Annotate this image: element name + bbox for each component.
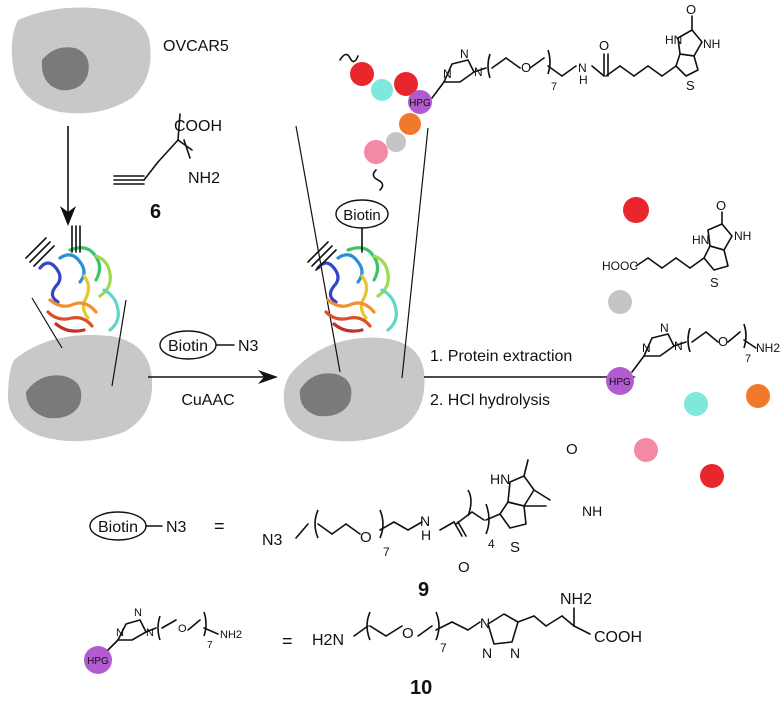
atom-O-b: O <box>178 623 187 635</box>
repeat-n-b: 7 <box>207 640 213 651</box>
atom-O-amide: O <box>599 38 609 53</box>
atom-N-t1: N <box>460 47 469 61</box>
cooh-10: COOH <box>594 629 642 646</box>
h2n-10: H2N <box>312 632 344 649</box>
atom-N-b2: N <box>116 627 124 639</box>
atom-O-biotin: O <box>716 198 726 213</box>
equals-10: = <box>282 631 293 651</box>
nh2-10: NH2 <box>560 591 592 608</box>
click-reagent <box>159 330 235 360</box>
atom-O-right: O <box>718 334 728 349</box>
triazole-peg-amine <box>631 323 757 373</box>
nh2-right: NH2 <box>756 341 780 355</box>
hpg-label-top: HPG <box>409 98 431 109</box>
cell-line-label: OVCAR5 <box>163 38 229 55</box>
biotin-structure <box>635 211 733 271</box>
compound-6-structure <box>113 113 193 185</box>
equals-9: = <box>214 516 225 536</box>
compound-6-number: 6 <box>150 201 161 223</box>
atom-S-9: S <box>510 539 520 556</box>
atom-N-b3: N <box>146 627 154 639</box>
click-biotin-label: Biotin <box>168 338 208 355</box>
step1-label: 1. Protein extraction <box>430 348 572 365</box>
hpg-label-right: HPG <box>609 377 631 388</box>
atom-N-amide: N <box>578 61 587 75</box>
biotin-n3-symbol <box>89 511 163 541</box>
ovcar5-cell <box>11 7 151 114</box>
top-biotin-linker <box>431 15 703 99</box>
atom-HN-9: HN <box>490 471 510 487</box>
atom-H-amide: H <box>579 73 588 87</box>
atom-NH-biotin: NH <box>734 229 751 243</box>
atom-N-t2: N <box>443 67 452 81</box>
arrow-down <box>60 126 76 226</box>
atom-N-r3: N <box>674 339 683 353</box>
compound-9-number: 9 <box>418 579 429 601</box>
atom-HN-top: HN <box>665 33 682 47</box>
atom-O-9: O <box>360 529 372 546</box>
atom-O-top: O <box>521 60 531 75</box>
atom-O-10: O <box>402 625 414 642</box>
protein-structure-middle <box>307 199 398 333</box>
chain-n-9: 4 <box>488 537 495 551</box>
atom-N-10b: N <box>482 645 492 661</box>
atom-N-9: N <box>420 513 430 529</box>
protein-structure-left <box>25 225 120 333</box>
cuaac-label: CuAAC <box>181 392 234 409</box>
n3-9: N3 <box>262 532 283 549</box>
nh2-label: NH2 <box>188 170 220 187</box>
peptide-chain <box>339 53 432 191</box>
repeat-n-top: 7 <box>551 81 557 93</box>
atom-N-r2: N <box>642 341 651 355</box>
hooc-label: HOOC <box>602 259 638 273</box>
arrow-click <box>148 370 278 384</box>
cooh-label: COOH <box>174 118 222 135</box>
nh2-b: NH2 <box>220 629 242 641</box>
hpg-symbol-bottom <box>84 611 219 674</box>
atom-N-10a: N <box>480 615 490 631</box>
atom-S-biotin: S <box>710 275 719 290</box>
atom-N-b1: N <box>134 607 142 619</box>
compound-10-number: 10 <box>410 677 432 699</box>
hpg-label-bottom: HPG <box>87 656 109 667</box>
repeat-n-10: 7 <box>440 641 447 655</box>
atom-O-9c: O <box>566 441 578 458</box>
compound-9-structure <box>295 459 551 539</box>
step2-label: 2. HCl hydrolysis <box>430 392 550 409</box>
legend-azide-label: N3 <box>166 519 187 536</box>
atom-O-urea: O <box>686 2 696 17</box>
atom-O-9b: O <box>458 559 470 576</box>
repeat-n-right: 7 <box>745 353 751 365</box>
biotin-tag-label: Biotin <box>343 207 381 224</box>
atom-NH-9: NH <box>582 503 602 519</box>
atom-N-10c: N <box>510 645 520 661</box>
repeat-n-9: 7 <box>383 545 390 559</box>
labeled-cell-left <box>8 297 153 442</box>
labeled-cell-middle <box>283 125 429 442</box>
click-azide-label: N3 <box>238 338 259 355</box>
atom-H-9: H <box>421 527 431 543</box>
atom-S-top: S <box>686 78 695 93</box>
atom-N-r1: N <box>660 321 669 335</box>
arrow-steps <box>424 370 636 384</box>
legend-biotin-label: Biotin <box>98 519 138 536</box>
compound-10-structure <box>353 607 591 645</box>
atom-NH-top: NH <box>703 37 720 51</box>
atom-HN-biotin: HN <box>692 233 709 247</box>
free-amino-acids <box>606 197 770 488</box>
atom-N-t3: N <box>474 65 483 79</box>
